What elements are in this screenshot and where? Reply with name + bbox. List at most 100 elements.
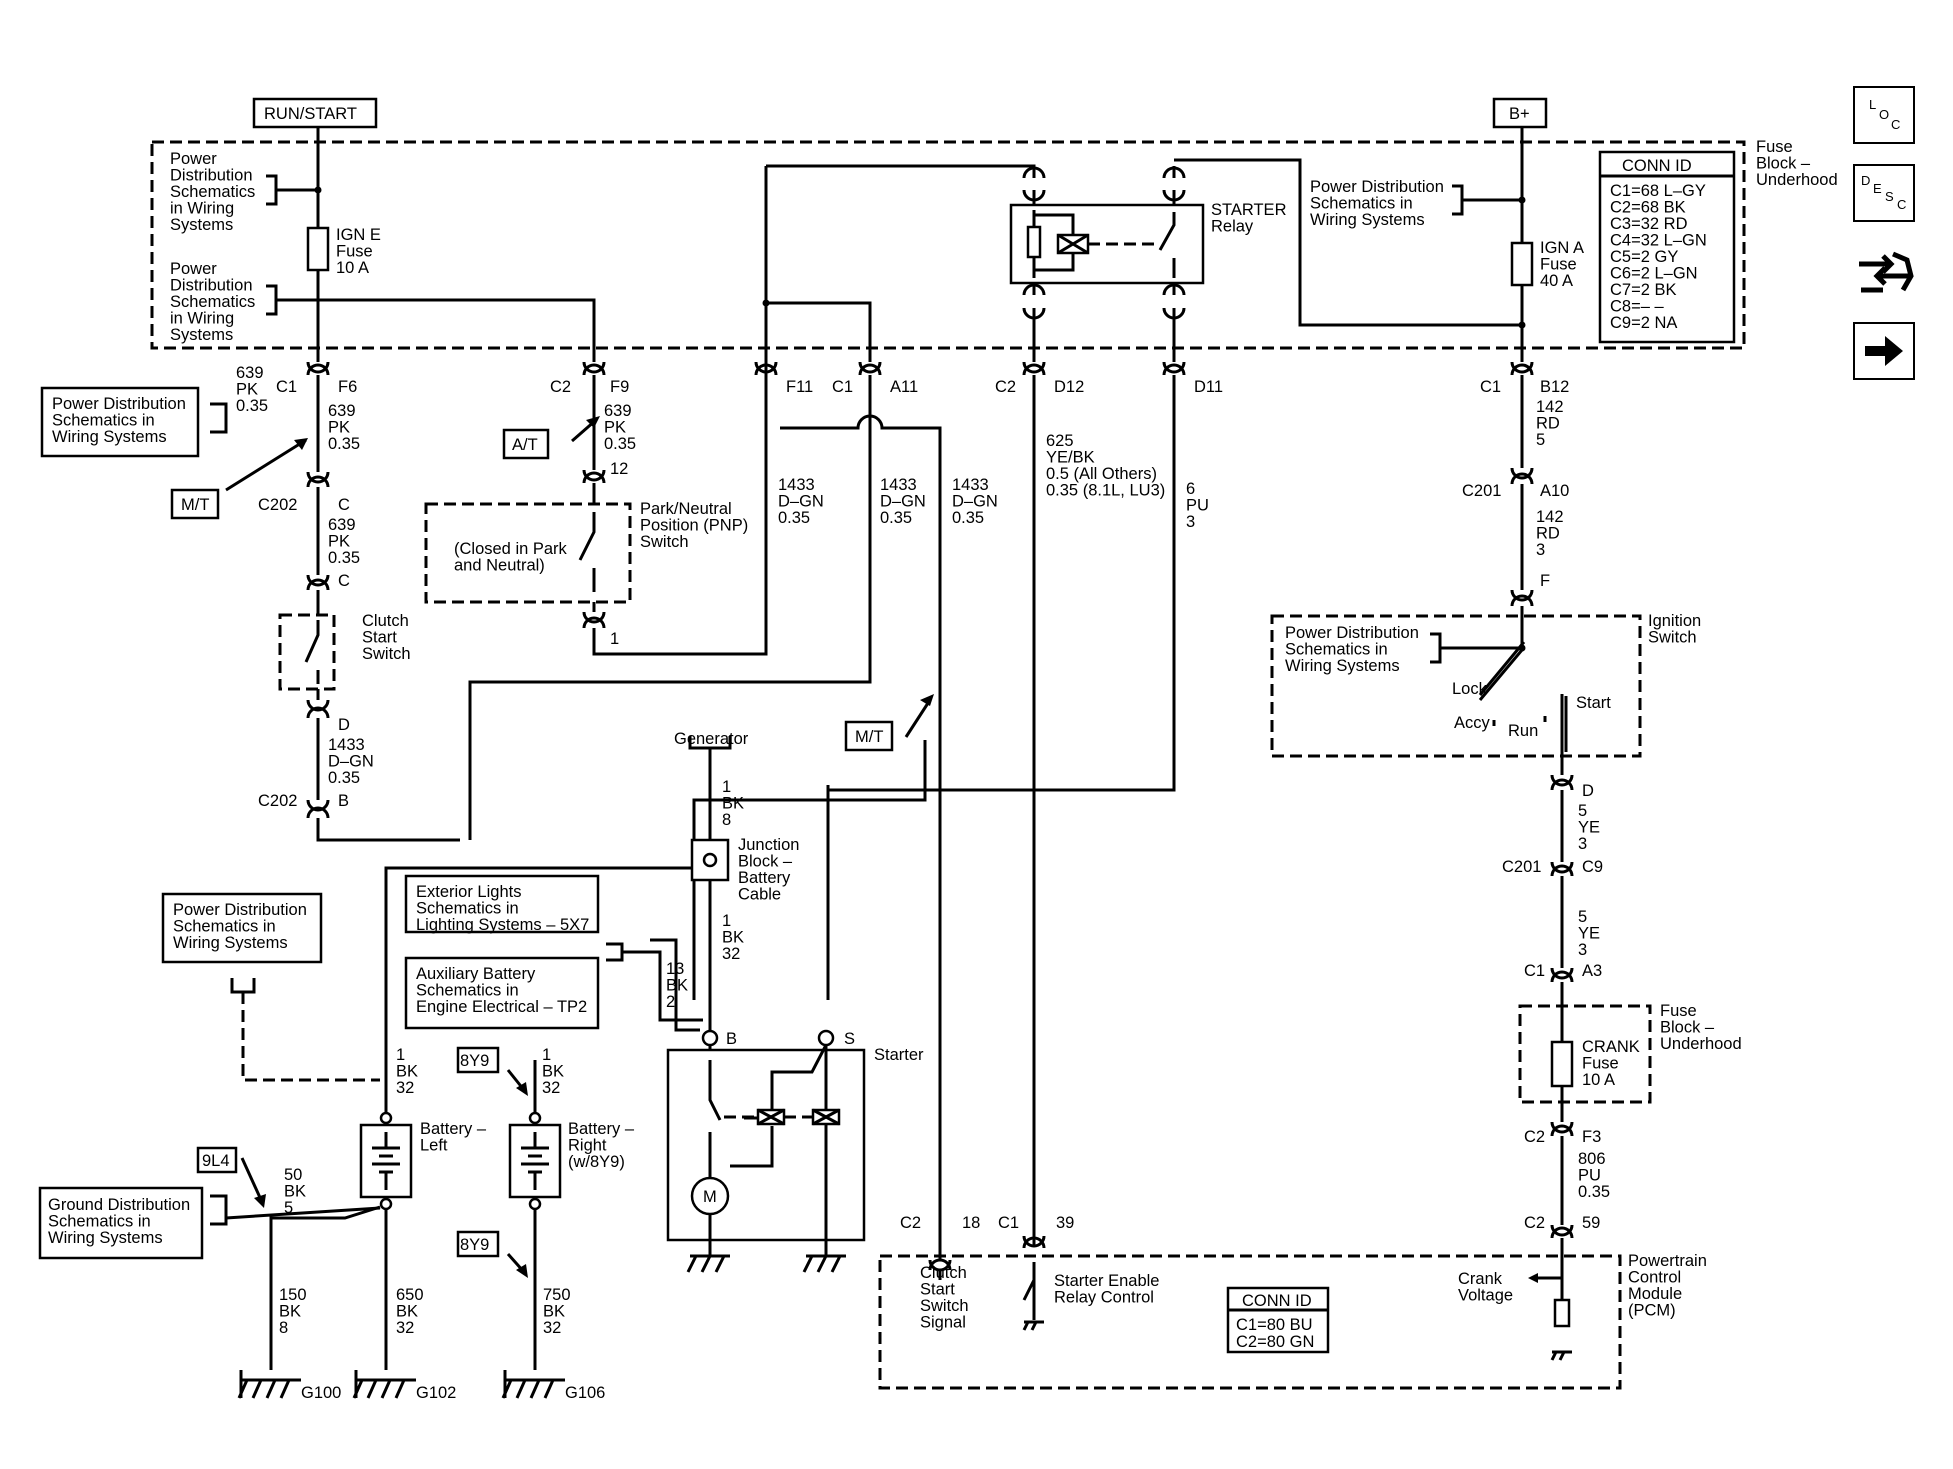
conn-id-top-row: C9=2 NA: [1610, 314, 1677, 332]
starter-motor: [690, 1176, 730, 1216]
ign-a-fuse: [1510, 241, 1534, 287]
start-label: Start: [1576, 694, 1611, 712]
wire-639-f6: [316, 375, 460, 842]
pin-59: 59: [1582, 1214, 1600, 1232]
conn-c1-a3: C1: [1524, 962, 1545, 980]
pin-c202-b: B: [338, 792, 349, 810]
conn-id-top-row: C6=2 L–GN: [1610, 265, 1698, 283]
conn-c1-a11: C1: [832, 378, 853, 396]
conn-c2-d12: C2: [995, 378, 1016, 396]
pin-f-ign: F: [1540, 572, 1550, 590]
connector-view-button[interactable]: [1853, 246, 1915, 304]
wire-1433: [468, 164, 1036, 1260]
g102-label: G102: [416, 1384, 456, 1402]
8y9-tag-2: [456, 1230, 500, 1258]
conn-c1-b12: C1: [1480, 378, 1501, 396]
conn-id-top-row: C3=32 RD: [1610, 215, 1688, 233]
pin-pnp-12: 12: [610, 460, 628, 478]
mt-tag-1: [170, 488, 220, 520]
9l4-tag: [196, 1146, 238, 1174]
conn-id-top-row: C2=68 BK: [1610, 199, 1686, 217]
pin-c202-a2: C: [338, 572, 350, 590]
desc-letter-s: S: [1885, 189, 1894, 204]
pin-d-ign: D: [1582, 782, 1594, 800]
conn-id-pcm-box: [1226, 1286, 1330, 1354]
pnp-switch-outline: [424, 502, 632, 604]
conn-id-pcm-row: C2=80 GN: [1236, 1333, 1314, 1351]
8y9-tag-1: [456, 1046, 500, 1074]
conn-c201-a: C201: [1462, 482, 1501, 500]
conn-id-top-title: CONN ID: [1622, 157, 1692, 175]
terminal-s-label: S: [844, 1030, 855, 1048]
loc-letter-c: C: [1891, 117, 1901, 132]
conn-c201-b: C201: [1502, 858, 1541, 876]
conn-id-top-row: C7=2 BK: [1610, 281, 1677, 299]
battery-left-label: Battery –Left: [420, 1120, 487, 1155]
at-tag: [502, 428, 550, 460]
starter-label: Starter: [874, 1046, 924, 1064]
location-button[interactable]: L O C: [1853, 86, 1915, 144]
description-button[interactable]: D E S C: [1853, 164, 1915, 222]
pin-b12: B12: [1540, 378, 1569, 396]
conn-id-top-row: C8=– –: [1610, 298, 1664, 316]
conn-c2-f3: C2: [1524, 1128, 1545, 1146]
clutch-switch-outline: [278, 613, 336, 691]
starter-box: [666, 1048, 866, 1242]
exterior-lights-ref-box: [404, 874, 600, 934]
ignition-switch-outline: [1270, 614, 1642, 758]
pin-a3: A3: [1582, 962, 1602, 980]
battery-right-label: Battery –Right(w/8Y9): [568, 1120, 635, 1171]
wire-starter-relay: [826, 158, 1522, 1246]
pin-f6: F6: [338, 378, 357, 396]
conn-id-top-row: C5=2 GY: [1610, 248, 1678, 266]
starter-terminal-b: [701, 1029, 719, 1047]
conn-c2-18: C2: [900, 1214, 921, 1232]
9l4-tag-text: 9L4: [202, 1152, 230, 1170]
conn-c1-39: C1: [998, 1214, 1019, 1232]
pcm-load-resistor: [1553, 1298, 1571, 1328]
wire-f9-pnp: [592, 362, 768, 656]
run-start-tag: [252, 97, 378, 129]
pcm-outline: [878, 1254, 1622, 1390]
ground-dist-ref-box: [38, 1186, 204, 1260]
conn-c202-a: C202: [258, 496, 297, 514]
crank-fuse: [1550, 1040, 1574, 1088]
conn-c2-59: C2: [1524, 1214, 1545, 1232]
aux-battery-ref-box: [404, 956, 600, 1030]
starter-terminal-s: [817, 1029, 835, 1047]
desc-letter-c: C: [1897, 197, 1907, 212]
run-start-label: RUN/START: [264, 105, 357, 123]
mt-tag-2: [844, 720, 894, 752]
g106-label: G106: [565, 1384, 605, 1402]
next-page-button[interactable]: [1853, 322, 1915, 380]
relay-coil-resistor: [1026, 225, 1042, 259]
